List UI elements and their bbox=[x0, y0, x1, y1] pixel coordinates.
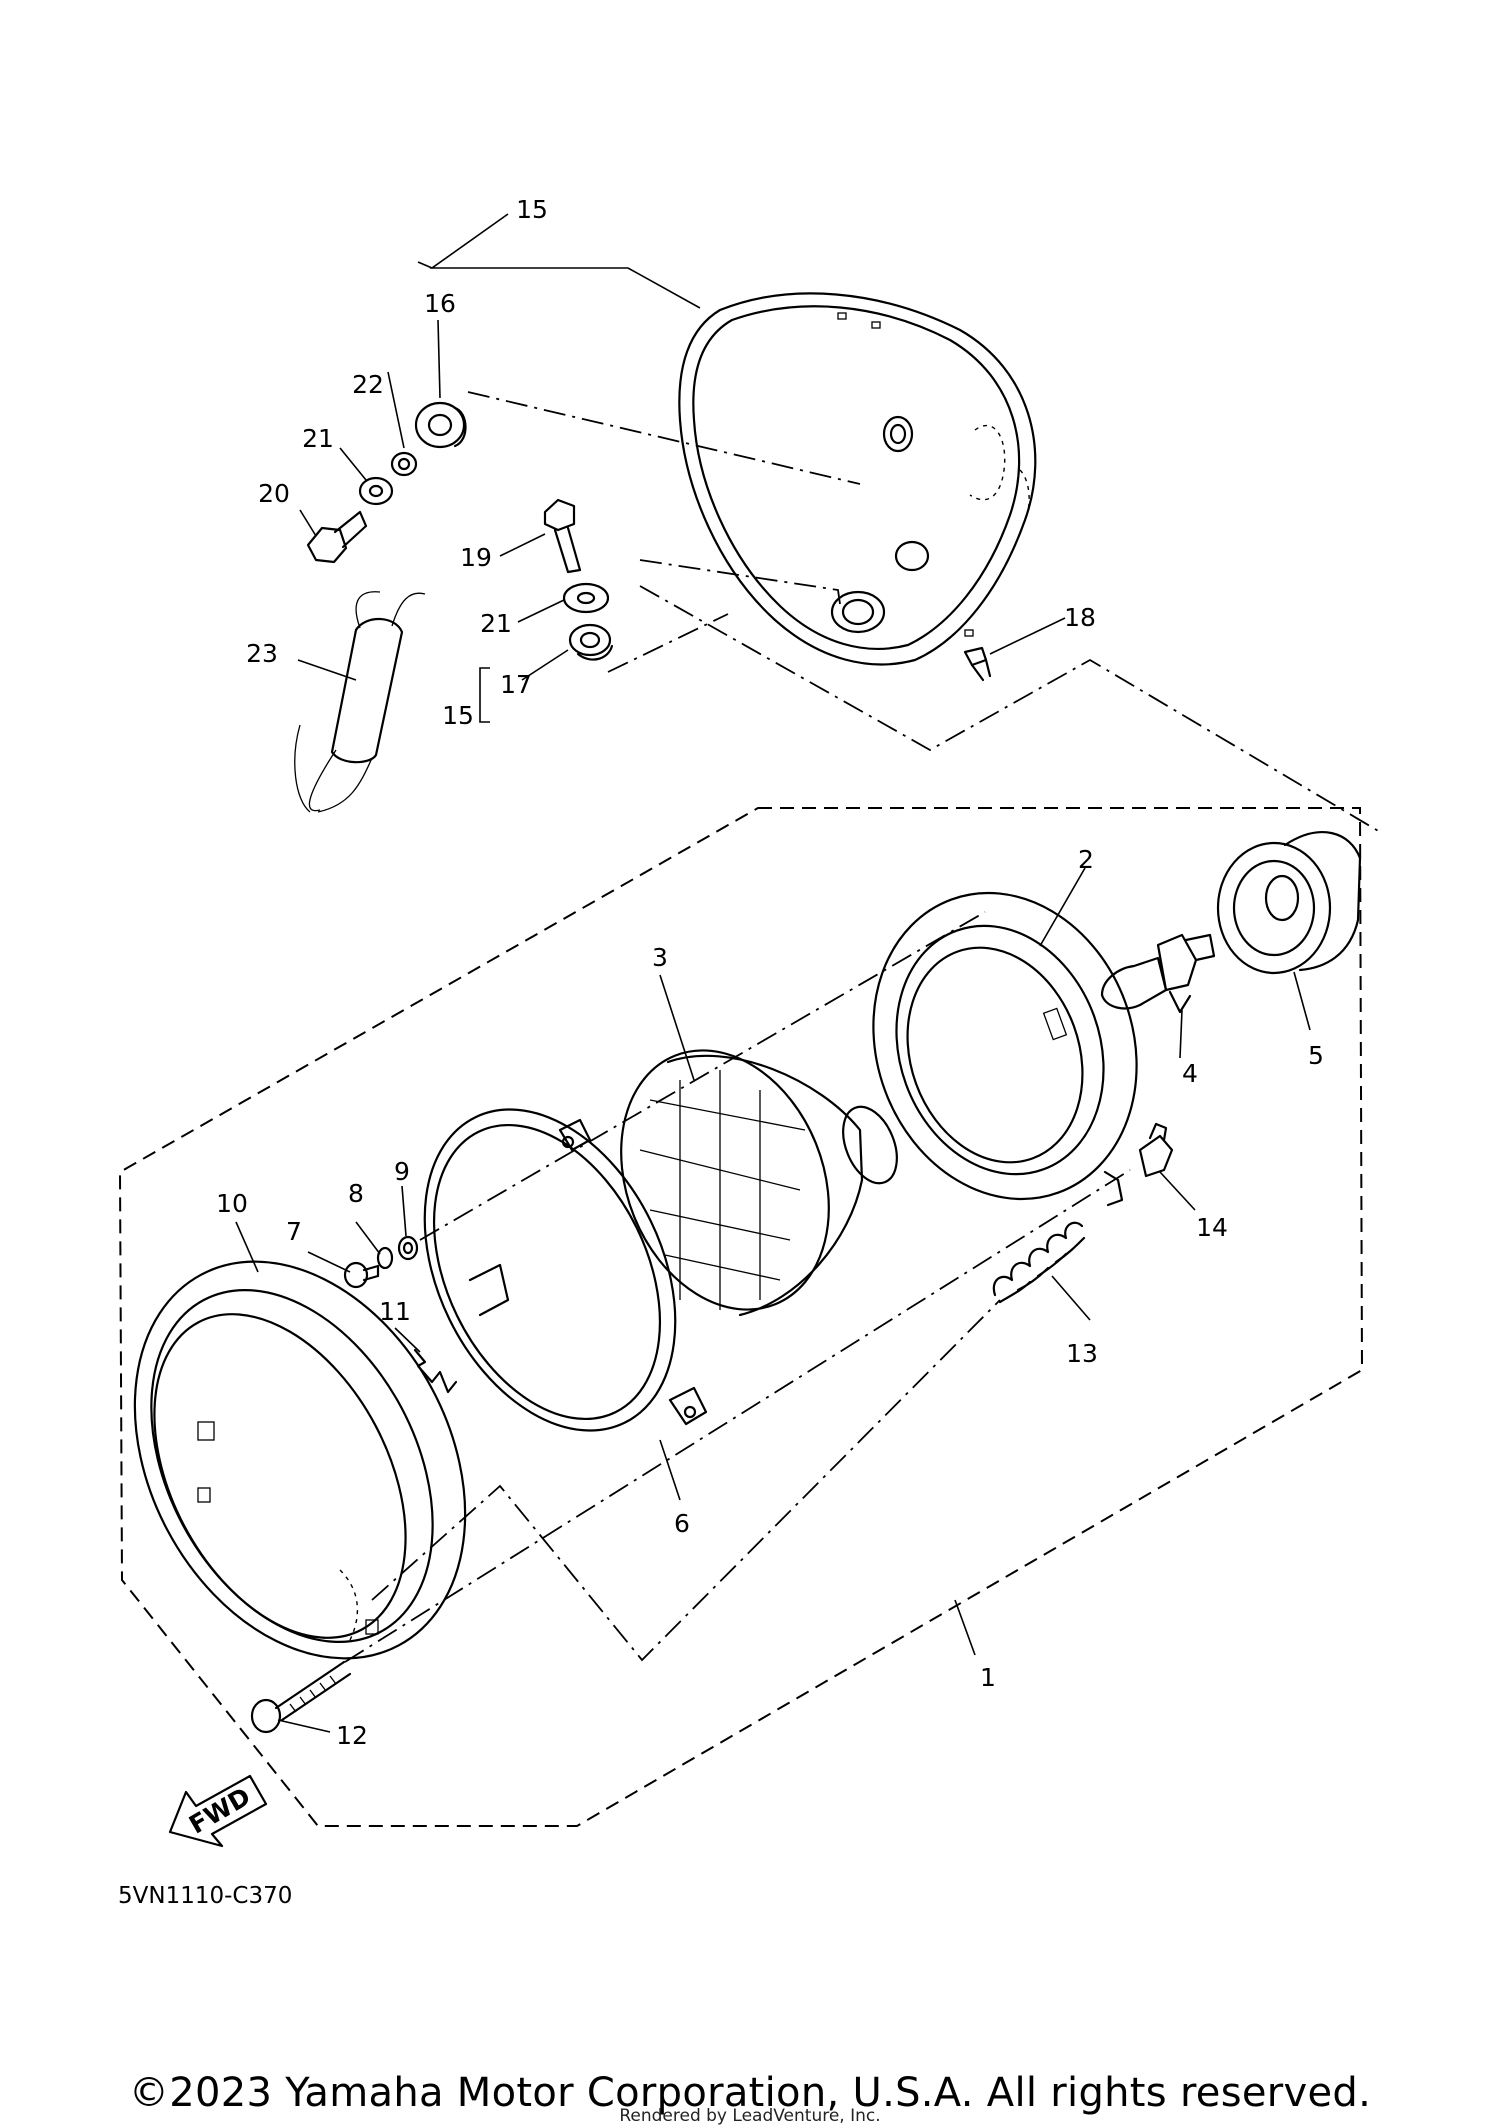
cable-23 bbox=[294, 591, 426, 813]
assembly-1-boundary bbox=[118, 807, 1364, 1827]
callout-10: 10 bbox=[216, 1189, 248, 1218]
bulb-4 bbox=[1100, 933, 1216, 1014]
spring-clip-11 bbox=[413, 1348, 458, 1394]
callout-4: 4 bbox=[1182, 1059, 1198, 1088]
callout-13: 13 bbox=[1066, 1339, 1098, 1368]
callout-21-top: 21 bbox=[302, 424, 334, 453]
bolt-19 bbox=[543, 498, 582, 574]
collar-22 bbox=[390, 451, 418, 477]
grommet-16 bbox=[414, 401, 467, 449]
callout-12: 12 bbox=[336, 1721, 368, 1750]
callout-23: 23 bbox=[246, 639, 278, 668]
socket-clip-14 bbox=[1138, 1122, 1174, 1178]
callout-16: 16 bbox=[424, 289, 456, 318]
headlight-housing bbox=[678, 292, 1037, 666]
callout-15-top: 15 bbox=[516, 195, 548, 224]
socket-cover-5 bbox=[1216, 831, 1362, 975]
grommet-17 bbox=[568, 623, 614, 661]
copyright-notice: ©2023 Yamaha Motor Corporation, U.S.A. A… bbox=[128, 2070, 1372, 2116]
screw-18 bbox=[963, 646, 992, 682]
callout-14: 14 bbox=[1196, 1213, 1228, 1242]
washer-21-top bbox=[358, 476, 394, 506]
callout-17: 17 bbox=[500, 670, 532, 699]
callout-11: 11 bbox=[379, 1297, 411, 1326]
bezel-rim-10 bbox=[133, 1260, 467, 1660]
spring-13 bbox=[992, 1221, 1086, 1304]
screw-7 bbox=[343, 1261, 380, 1289]
washer-9 bbox=[397, 1235, 419, 1261]
callout-9: 9 bbox=[394, 1157, 410, 1186]
callout-1: 1 bbox=[980, 1663, 996, 1692]
callout-7: 7 bbox=[286, 1217, 302, 1246]
callout-15-bottom: 15 bbox=[442, 701, 474, 730]
callout-21-bottom: 21 bbox=[480, 609, 512, 638]
callout-2: 2 bbox=[1078, 845, 1094, 874]
callout-3: 3 bbox=[652, 943, 668, 972]
diagram-code: 5VN1110-C370 bbox=[118, 1883, 292, 1909]
lens-rim-2 bbox=[872, 891, 1138, 1207]
callout-6: 6 bbox=[674, 1509, 690, 1538]
callout-22: 22 bbox=[352, 370, 384, 399]
rendered-by-credit: Rendered by LeadVenture, Inc. bbox=[619, 2106, 881, 2126]
callout-8: 8 bbox=[348, 1179, 364, 1208]
washer-21-bottom bbox=[562, 582, 610, 614]
adjusting-screw-12 bbox=[250, 1660, 352, 1734]
mounting-ring-6 bbox=[423, 1108, 708, 1432]
callout-5: 5 bbox=[1308, 1041, 1324, 1070]
fwd-arrow-icon: FWD bbox=[168, 1774, 268, 1848]
callout-18: 18 bbox=[1064, 603, 1096, 632]
bolt-20 bbox=[306, 510, 368, 564]
washer-8 bbox=[376, 1246, 394, 1270]
lens-unit-3 bbox=[620, 1049, 898, 1317]
callout-20: 20 bbox=[258, 479, 290, 508]
callout-19: 19 bbox=[460, 543, 492, 572]
